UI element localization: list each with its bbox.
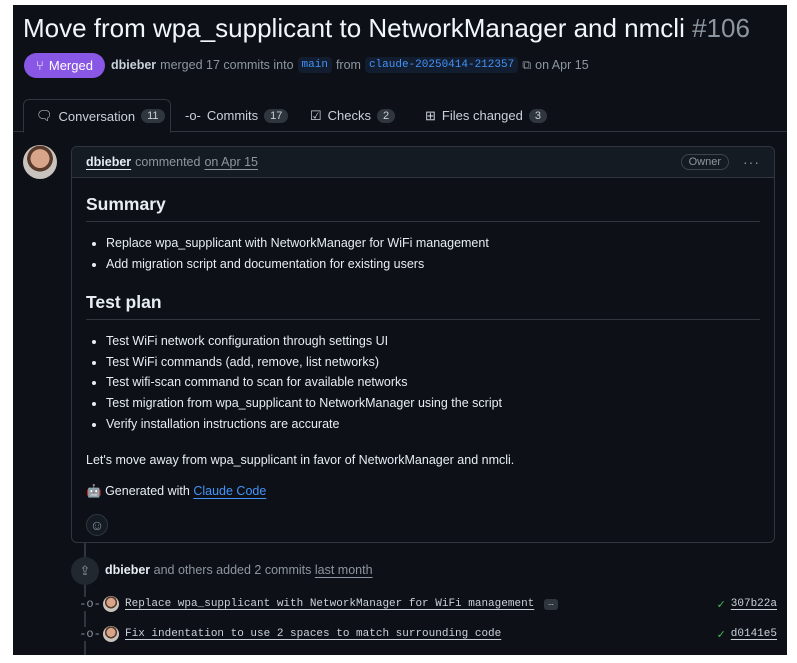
merged-status-badge: ⑂Merged <box>24 53 105 78</box>
head-branch[interactable]: claude-20250414-212357 <box>364 57 519 73</box>
kebab-menu-icon[interactable]: ··· <box>743 154 760 170</box>
summary-list: Replace wpa_supplicant with NetworkManag… <box>86 233 760 274</box>
list-item: Test migration from wpa_supplicant to Ne… <box>106 393 760 414</box>
checklist-icon: ☑ <box>310 107 322 123</box>
comment-body: Summary Replace wpa_supplicant with Netw… <box>72 178 774 550</box>
add-reaction-button[interactable]: ☺ <box>86 514 108 537</box>
author-link[interactable]: dbieber <box>111 58 157 72</box>
comment-header: dbieber commented on Apr 15 Owner ··· <box>72 147 774 178</box>
list-item: Test wifi-scan command to scan for avail… <box>106 372 760 393</box>
testplan-heading: Test plan <box>86 292 760 321</box>
commit-sha-link[interactable]: d0141e5 <box>730 628 777 640</box>
list-item: Add migration script and documentation f… <box>106 254 760 275</box>
comment-author[interactable]: dbieber <box>86 155 132 169</box>
base-branch[interactable]: main <box>297 57 332 73</box>
list-item: Verify installation instructions are acc… <box>106 414 760 435</box>
avatar[interactable] <box>23 145 57 179</box>
check-icon[interactable]: ✓ <box>716 627 726 641</box>
comment-discussion-icon: 🗨 <box>36 108 53 123</box>
summary-heading: Summary <box>86 194 760 222</box>
claude-code-link[interactable]: Claude Code <box>193 484 267 499</box>
git-commit-icon: -o- <box>185 108 201 123</box>
testplan-list: Test WiFi network configuration through … <box>86 331 760 434</box>
pr-number: #106 <box>692 13 750 43</box>
copy-icon[interactable]: ⧉ <box>522 57 532 72</box>
commits-event: dbieber and others added 2 commits last … <box>105 563 373 577</box>
closing-text: Let's move away from wpa_supplicant in f… <box>86 453 515 468</box>
git-merge-icon: ⑂ <box>36 58 44 73</box>
list-item: Replace wpa_supplicant with NetworkManag… <box>106 233 760 254</box>
comment-date[interactable]: on Apr 15 <box>204 155 258 169</box>
file-diff-icon: ⊞ <box>425 107 436 123</box>
robot-icon: 🤖 <box>86 484 102 499</box>
avatar[interactable] <box>103 626 119 642</box>
pr-title: Move from wpa_supplicant to NetworkManag… <box>23 13 750 43</box>
commit-message-link[interactable]: Replace wpa_supplicant with NetworkManag… <box>125 598 535 610</box>
list-item: Test WiFi network configuration through … <box>106 331 760 352</box>
generated-line: 🤖 Generated with Claude Code <box>86 484 267 499</box>
avatar[interactable] <box>103 596 119 612</box>
commit-message-link[interactable]: Fix indentation to use 2 spaces to match… <box>125 628 502 640</box>
commit-sha-link[interactable]: 307b22a <box>730 598 777 610</box>
git-commit-icon: -o- <box>77 597 103 611</box>
commit-row: -o- Replace wpa_supplicant with NetworkM… <box>77 595 777 613</box>
comment-box: dbieber commented on Apr 15 Owner ··· Su… <box>71 146 775 543</box>
pull-request-page: Move from wpa_supplicant to NetworkManag… <box>13 5 787 655</box>
check-icon[interactable]: ✓ <box>716 597 726 611</box>
owner-badge: Owner <box>680 154 729 170</box>
git-commit-icon: -o- <box>77 627 103 641</box>
expand-commit-button[interactable]: … <box>544 598 558 610</box>
smiley-icon: ☺ <box>89 517 105 534</box>
push-event-icon: ⇪ <box>71 557 99 585</box>
list-item: Test WiFi commands (add, remove, list ne… <box>106 352 760 373</box>
pr-meta: dbieber merged 17 commits into main from… <box>111 57 589 73</box>
commit-row: -o- Fix indentation to use 2 spaces to m… <box>77 625 777 643</box>
